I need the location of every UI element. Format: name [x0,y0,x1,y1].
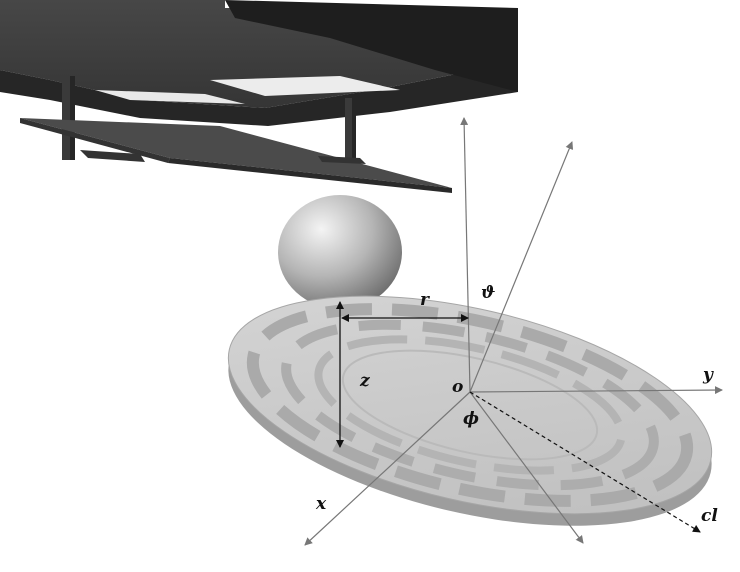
post-left [62,76,73,160]
plate-front-edge [168,158,452,193]
groove-inner [314,335,626,475]
post-right-shade [352,98,356,160]
label-y: y [702,365,714,385]
sphere [278,195,402,309]
housing-window-left [95,90,245,104]
axis-y [469,386,723,395]
axis-vertical [460,117,471,393]
label-theta: ϑ [481,283,495,303]
post-left-shade [70,76,75,160]
groove-outer [246,303,694,507]
disk-top [227,295,713,515]
groove-middle [281,319,659,491]
plate-top [20,118,452,188]
disk-grooves [246,303,694,507]
rotor-disk [227,295,713,526]
label-r: r [420,290,430,310]
housing-right-block [225,0,518,92]
axis-x [304,391,471,546]
cantilever-plate [20,118,452,193]
support-posts [62,76,356,160]
post-right [345,98,354,160]
label-x: x [315,494,327,514]
axis-labels: r ϑ z o y ϕ x cl [315,283,718,526]
axis-lower [469,391,584,544]
upper-housing [0,0,518,126]
label-o: o [452,377,463,397]
axis-cl-dashed [469,391,701,533]
coordinate-axes [304,117,723,546]
label-z: z [359,371,370,391]
housing-window-right [210,76,400,96]
dimension-lines [336,301,469,448]
label-phi: ϕ [463,409,479,429]
housing-front-face [0,62,518,126]
plate-bracket-left [80,150,145,162]
plate-left-edge [20,118,170,163]
label-cl: cl [701,506,718,526]
plate-bracket-right [318,156,366,164]
axis-upper-right [469,141,574,393]
